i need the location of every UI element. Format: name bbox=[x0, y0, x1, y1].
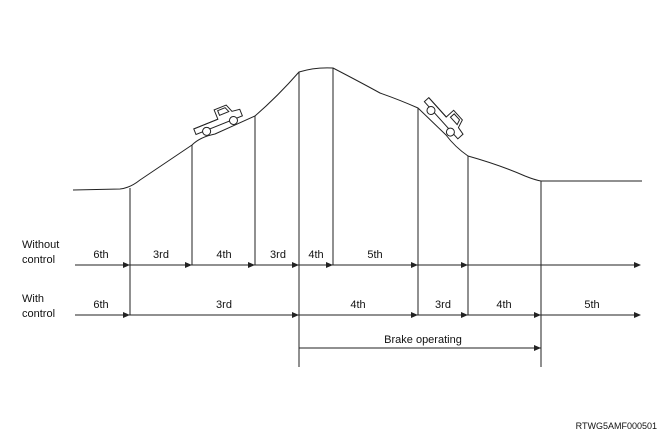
with-control-gear-5th: 5th bbox=[584, 299, 599, 311]
with-control-gear-3rd: 3rd bbox=[435, 299, 451, 311]
without-control-gear-4th: 4th bbox=[308, 249, 323, 261]
brake-operating-label: Brake operating bbox=[384, 334, 462, 346]
without-control-gear-4th: 4th bbox=[216, 249, 231, 261]
row-label-with-control: With bbox=[22, 293, 44, 305]
without-control-arrows bbox=[123, 262, 641, 268]
without-control-gear-3rd: 3rd bbox=[270, 249, 286, 261]
with-control-gear-3rd: 3rd bbox=[216, 299, 232, 311]
with-control-arrows bbox=[123, 312, 641, 318]
with-control-gear-4th: 4th bbox=[496, 299, 511, 311]
row-label-without-control: control bbox=[22, 254, 55, 266]
terrain-profile bbox=[72, 67, 642, 191]
with-control-gear-6th: 6th bbox=[93, 299, 108, 311]
row-label-with-control: control bbox=[22, 308, 55, 320]
without-control-gear-5th: 5th bbox=[367, 249, 382, 261]
without-control-gear-3rd: 3rd bbox=[153, 249, 169, 261]
truck-downhill-icon bbox=[423, 96, 464, 140]
brake-span-arrow bbox=[534, 345, 541, 351]
without-control-gear-6th: 6th bbox=[93, 249, 108, 261]
row-label-without-control: Without bbox=[22, 239, 59, 251]
truck-uphill-icon bbox=[193, 104, 244, 136]
with-control-gear-4th: 4th bbox=[350, 299, 365, 311]
image-code: RTWG5AMF000501 bbox=[576, 421, 657, 431]
